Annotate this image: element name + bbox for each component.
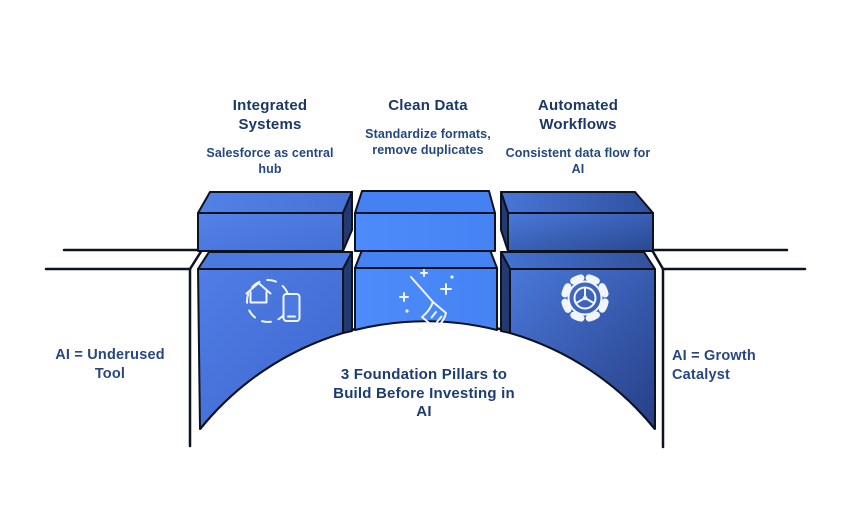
pillar1-title: Integrated Systems	[232, 97, 308, 133]
diagram-caption-text: 3 Foundation Pillars to Build Before Inv…	[333, 366, 515, 420]
sync-devices-icon	[245, 279, 301, 323]
pillar-lower-bodies	[197, 249, 656, 430]
pillar3-subtitle: Consistent data flow for AI	[505, 146, 651, 176]
bridge-deck-lines	[44, 248, 807, 449]
left-state-label: AI = Underused Tool	[55, 347, 165, 382]
pillar3-box-top-face	[500, 191, 654, 214]
pillar3-lower-top-face	[500, 251, 656, 270]
pillar1-lower-top-face	[197, 251, 353, 270]
pillar2-box-top-face	[354, 190, 496, 214]
pillar2-lower-front-face	[354, 267, 498, 331]
pillar3-header: Automated Workflows Consistent data flow…	[493, 96, 663, 177]
pillar1-lower-front-face	[197, 268, 344, 430]
right-state-label: AI = Growth Catalyst	[672, 348, 756, 383]
pillar2-subtitle: Standardize formats, remove duplicates	[365, 127, 491, 157]
pillar3-lower-front-face	[509, 268, 656, 430]
pillar1-subtitle: Salesforce as central hub	[206, 146, 334, 176]
pillar2-header: Clean Data Standardize formats, remove d…	[343, 96, 513, 158]
pillar3-title: Automated Workflows	[537, 97, 619, 133]
pillar3-box-front-face	[507, 212, 654, 252]
pillar1-box-front-face	[197, 212, 344, 252]
pillar1-header: Integrated Systems Salesforce as central…	[185, 96, 355, 177]
pillar2-lower-top-face	[354, 249, 498, 269]
pillar2-title: Clean Data	[388, 97, 468, 114]
pillar1-box-top-face	[197, 191, 353, 214]
diagram-caption: 3 Foundation Pillars to Build Before Inv…	[314, 366, 534, 422]
pillar-top-boxes	[197, 190, 654, 252]
pillar2-box-front-face	[354, 212, 496, 252]
gear-automation-icon	[561, 274, 609, 322]
broom-clean-icon	[399, 269, 454, 331]
